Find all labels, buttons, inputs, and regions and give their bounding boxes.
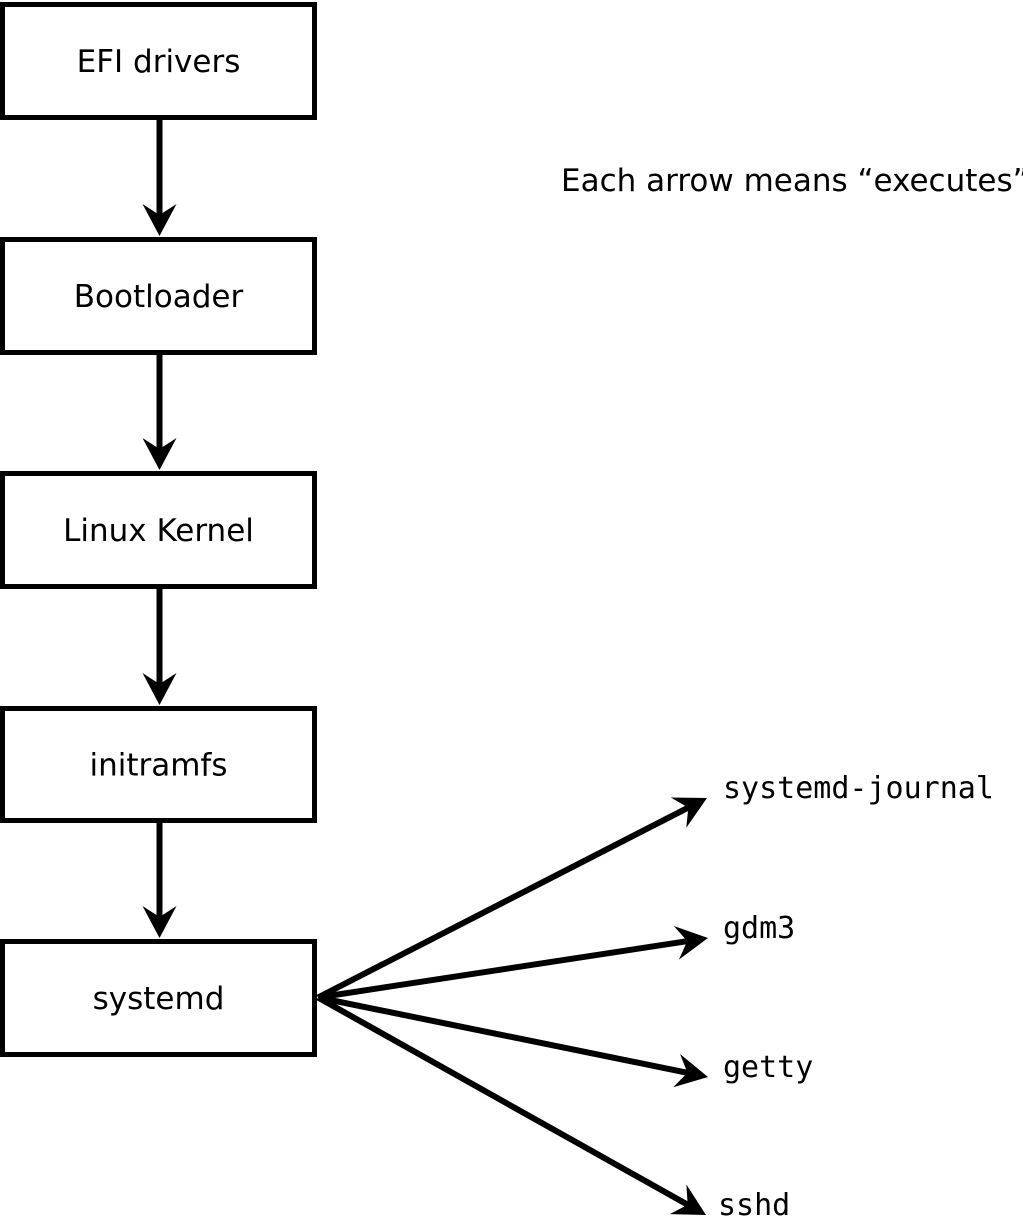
boxes-layer: [0, 2, 317, 1057]
arrowhead-getty: [673, 1053, 708, 1088]
process-label-gdm3: gdm3: [723, 911, 795, 946]
node-box-efi-drivers: [0, 2, 317, 120]
node-label-efi-drivers: EFI drivers: [77, 44, 241, 80]
arrowhead-bootloader: [142, 204, 177, 236]
edges-layer: [142, 118, 708, 1215]
node-box-systemd: [0, 939, 317, 1057]
node-box-initramfs: [0, 706, 317, 823]
process-label-getty: getty: [723, 1050, 813, 1085]
arrowhead-initramfs: [142, 673, 177, 705]
executes-arrow-systemd-to-getty: [317, 994, 689, 1076]
node-label-linux-kernel: Linux Kernel: [63, 513, 254, 549]
executes-arrow-systemd-to-systemd-journal: [316, 804, 690, 1001]
process-label-systemd-journal: systemd-journal: [723, 771, 994, 806]
executes-arrow-systemd-to-gdm3: [317, 938, 688, 1001]
executes-arrow-systemd-to-sshd: [316, 994, 690, 1208]
node-label-bootloader: Bootloader: [74, 279, 244, 315]
arrow-meaning-note: Each arrow means “executes”.: [561, 163, 1023, 199]
arrowhead-gdm3: [673, 926, 708, 960]
arrowhead-systemd-journal: [670, 797, 707, 828]
node-box-linux-kernel: [0, 471, 317, 589]
process-label-sshd: sshd: [718, 1188, 790, 1223]
node-box-bootloader: [0, 237, 317, 355]
node-label-systemd: systemd: [93, 981, 225, 1017]
arrowhead-sshd: [669, 1184, 706, 1215]
arrowhead-systemd: [142, 906, 177, 938]
node-label-initramfs: initramfs: [89, 748, 227, 784]
arrowhead-linux-kernel: [142, 438, 177, 470]
